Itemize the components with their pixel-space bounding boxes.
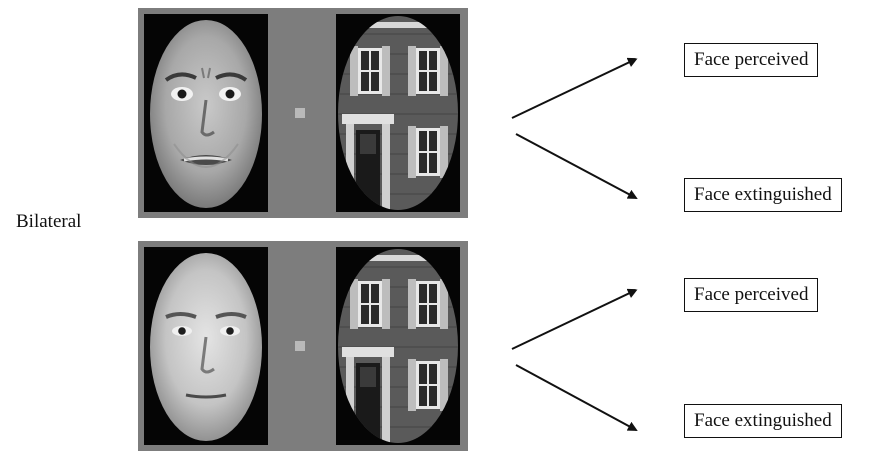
outcome-face-extinguished: Face extinguished bbox=[684, 404, 842, 438]
fearful-face-image bbox=[144, 14, 268, 212]
fixation-point bbox=[295, 108, 305, 118]
fixation-point bbox=[295, 341, 305, 351]
arrow-to-face-perceived bbox=[511, 57, 638, 119]
house-image bbox=[336, 14, 460, 212]
stimulus-panel-neutral bbox=[138, 241, 468, 451]
stimulus-panel-fearful bbox=[138, 8, 468, 218]
arrow-to-face-extinguished bbox=[515, 133, 638, 199]
outcome-face-extinguished: Face extinguished bbox=[684, 178, 842, 212]
neutral-face-image bbox=[144, 247, 268, 445]
arrow-to-face-extinguished bbox=[515, 364, 638, 431]
house-image bbox=[336, 247, 460, 445]
outcome-face-perceived: Face perceived bbox=[684, 43, 819, 77]
outcome-face-perceived: Face perceived bbox=[684, 278, 819, 312]
arrow-to-face-perceived bbox=[511, 288, 638, 350]
condition-label: Bilateral bbox=[16, 211, 82, 232]
